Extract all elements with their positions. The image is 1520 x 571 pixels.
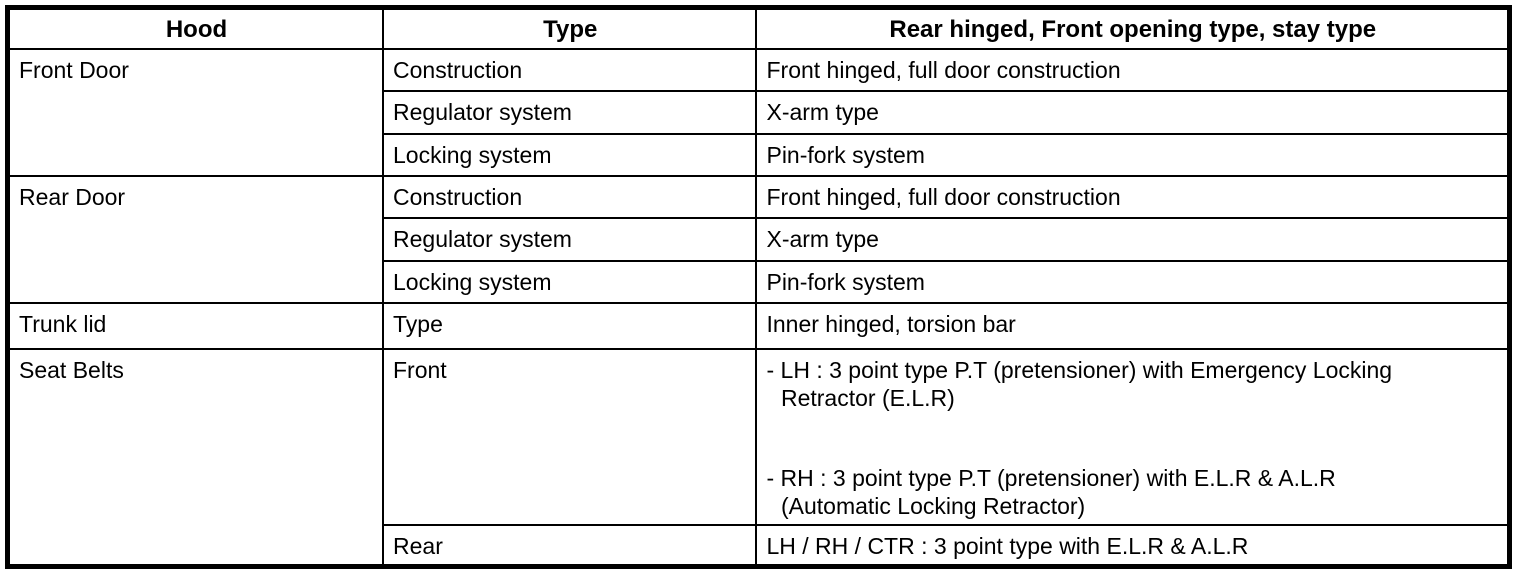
seat-belts-front-value: - LH : 3 point type P.T (pretensioner) w…	[755, 348, 1511, 526]
seat-belt-front-rh-entry: - RH : 3 point type P.T (pretensioner) w…	[766, 465, 1336, 519]
header-hood: Hood	[6, 6, 384, 50]
table-row: Locking system Pin-fork system	[8, 260, 1511, 304]
vehicle-spec-table: Hood Type Rear hinged, Front opening typ…	[5, 5, 1512, 569]
trunk-lid-type: Type	[381, 302, 758, 350]
rear-door-label: Rear Door	[6, 175, 384, 304]
seat-belts-front-type: Front	[381, 348, 758, 526]
table-row: Rear LH / RH / CTR : 3 point type with E…	[8, 524, 1511, 568]
front-door-locking-value: Pin-fork system	[755, 133, 1511, 177]
seat-belts-rear-value: LH / RH / CTR : 3 point type with E.L.R …	[755, 524, 1511, 568]
front-door-construction-type: Construction	[381, 48, 758, 92]
seat-belts-label: Seat Belts	[6, 348, 384, 568]
table-row: Locking system Pin-fork system	[8, 133, 1511, 177]
seat-belt-front-lh-entry: - LH : 3 point type P.T (pretensioner) w…	[766, 357, 1393, 411]
table-row: Seat Belts Front - LH : 3 point type P.T…	[6, 348, 1511, 568]
rear-door-locking-type: Locking system	[381, 260, 758, 304]
table-header-row: Hood Type Rear hinged, Front opening typ…	[6, 6, 1511, 50]
trunk-lid-value: Inner hinged, torsion bar	[755, 302, 1511, 350]
front-door-regulator-value: X-arm type	[755, 90, 1511, 135]
table-row: Rear Door Construction Front hinged, ful…	[6, 175, 1511, 304]
front-door-regulator-type: Regulator system	[381, 90, 758, 135]
header-spec: Rear hinged, Front opening type, stay ty…	[755, 6, 1511, 50]
rear-door-locking-value: Pin-fork system	[755, 260, 1511, 304]
seat-belts-rear-type: Rear	[381, 524, 758, 568]
rear-door-regulator-type: Regulator system	[381, 217, 758, 262]
table-row: Regulator system X-arm type	[8, 90, 1511, 135]
front-door-label: Front Door	[6, 48, 384, 177]
header-type: Type	[381, 6, 758, 50]
rear-door-regulator-value: X-arm type	[755, 217, 1511, 262]
rear-door-construction-type: Construction	[381, 175, 758, 219]
table-row: Trunk lid Type Inner hinged, torsion bar	[6, 302, 1511, 350]
rear-door-construction-value: Front hinged, full door construction	[755, 175, 1511, 219]
table-row: Front Door Construction Front hinged, fu…	[6, 48, 1511, 177]
table-row: Regulator system X-arm type	[8, 217, 1511, 262]
front-door-construction-value: Front hinged, full door construction	[755, 48, 1511, 92]
trunk-lid-label: Trunk lid	[6, 302, 384, 350]
front-door-locking-type: Locking system	[381, 133, 758, 177]
